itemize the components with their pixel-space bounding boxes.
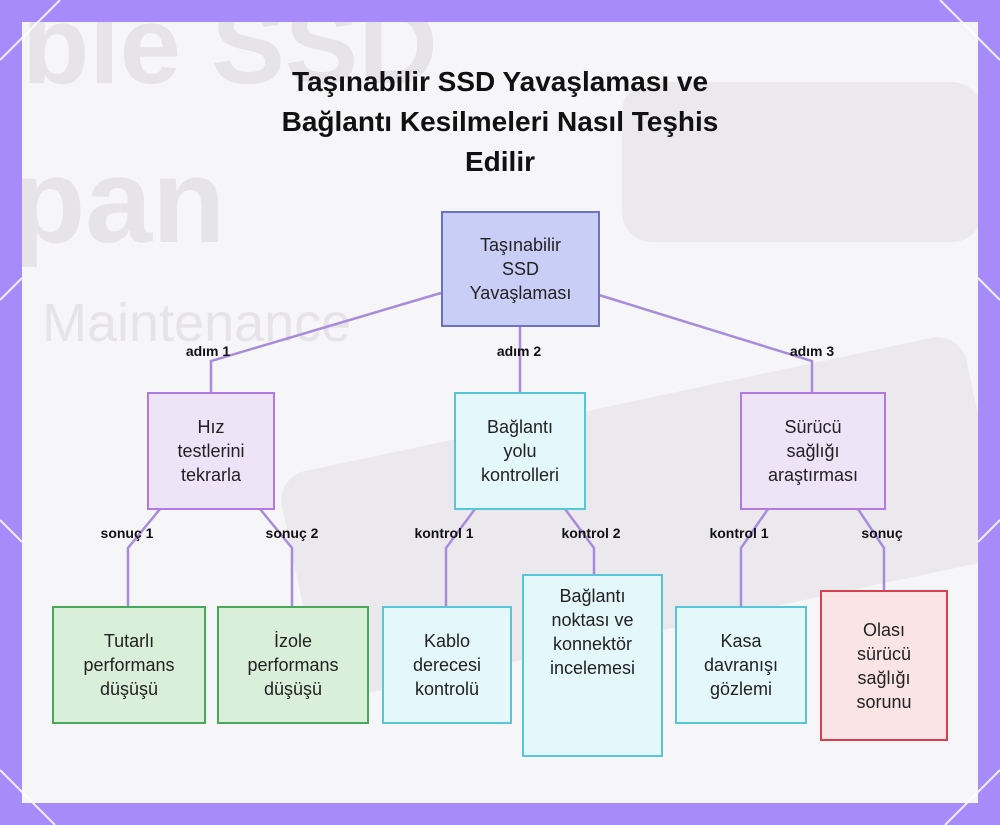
edge-label-step-2: adım 2 — [496, 343, 542, 359]
node-isolated-performance-drop: İzole performans düşüşü — [217, 606, 369, 724]
edge-label-check-2: kontrol 2 — [561, 525, 621, 541]
node-consistent-performance-drop: Tutarlı performans düşüşü — [52, 606, 206, 724]
node-root-ssd-slowdown: Taşınabilir SSD Yavaşlaması — [441, 211, 600, 327]
edge-connection-cable — [444, 508, 477, 606]
edge-label-result-1: sonuç 1 — [100, 525, 154, 541]
node-port-connector-inspection: Bağlantı noktası ve konnektör incelemesi — [522, 574, 663, 757]
edge-label-step-1: adım 1 — [185, 343, 231, 359]
edge-label-check-1: kontrol 1 — [414, 525, 474, 541]
node-drive-health-investigation: Sürücü sağlığı araştırması — [740, 392, 886, 510]
watermark-text-3: Maintenance — [42, 293, 352, 353]
node-cable-rating-check: Kablo derecesi kontrolü — [382, 606, 512, 724]
edge-label-result-2: sonuç 2 — [265, 525, 319, 541]
watermark-text-2: pan — [22, 134, 226, 268]
edge-speed-consistent — [126, 508, 161, 606]
edge-label-check-1-health: kontrol 1 — [709, 525, 769, 541]
edge-label-result: sonuç — [861, 525, 903, 541]
edge-label-step-3: adım 3 — [789, 343, 835, 359]
node-repeat-speed-tests: Hız testlerini tekrarla — [147, 392, 275, 510]
watermark-text-1: ble SSD — [22, 22, 438, 107]
watermark-shape-1 — [622, 82, 978, 242]
edge-root-speed — [209, 291, 442, 392]
edge-connection-connector — [563, 508, 596, 574]
edge-health-enclosure — [739, 508, 770, 606]
edge-root-health — [598, 293, 814, 392]
edge-health-issue — [856, 508, 886, 590]
node-enclosure-behavior-observation: Kasa davranışı gözlemi — [675, 606, 807, 724]
diagram-title: Taşınabilir SSD Yavaşlaması ve Bağlantı … — [281, 66, 719, 177]
edge-speed-isolated — [259, 508, 294, 606]
node-possible-drive-health-issue: Olası sürücü sağlığı sorunu — [820, 590, 948, 741]
node-connection-path-checks: Bağlantı yolu kontrolleri — [454, 392, 586, 510]
